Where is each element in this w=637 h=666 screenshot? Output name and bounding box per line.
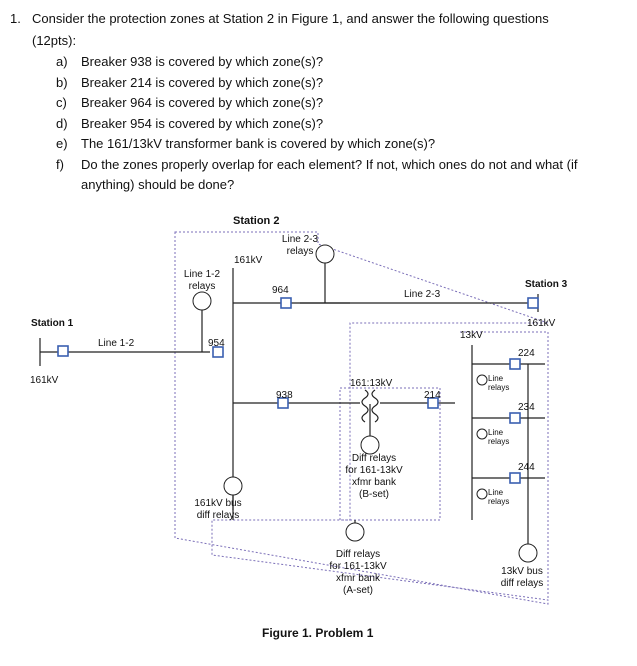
transformer-icon <box>361 389 379 423</box>
item-e-text: The 161/13kV transformer bank is covered… <box>81 136 436 151</box>
relay-13kv-bus <box>518 543 538 563</box>
label-161kv-s3: 161kV <box>527 318 556 329</box>
label-breaker-224: 224 <box>518 348 535 359</box>
relay-161kv-bus <box>223 476 243 496</box>
protection-zones <box>174 231 549 605</box>
label-transformer: 161:13kV <box>350 378 393 389</box>
buses-and-lines <box>39 262 545 548</box>
relay-line-224 <box>476 374 488 386</box>
label-station3: Station 3 <box>525 279 568 290</box>
breakers <box>57 297 539 484</box>
relay-xfmr-aset <box>345 522 365 542</box>
figure-caption: Figure 1. Problem 1 <box>262 626 374 640</box>
zone-13kv-outer <box>460 331 549 600</box>
label-breaker-964: 964 <box>272 285 289 296</box>
question-number: 1. <box>10 11 21 26</box>
relay-line12 <box>192 291 212 311</box>
item-d-letter: d) <box>56 116 68 131</box>
label-breaker-954: 954 <box>208 338 225 349</box>
relay-line-244 <box>476 488 488 500</box>
item-c-text: Breaker 964 is covered by which zone(s)? <box>81 95 324 110</box>
label-breaker-234: 234 <box>518 402 535 413</box>
item-e-letter: e) <box>56 136 68 151</box>
item-a-text: Breaker 938 is covered by which zone(s)? <box>81 54 324 69</box>
zone-161kv-bus <box>174 231 549 605</box>
relay-line23 <box>315 244 335 264</box>
label-station1: Station 1 <box>31 318 74 329</box>
label-breaker-938: 938 <box>276 390 293 401</box>
label-line12: Line 1-2 <box>98 338 135 349</box>
breaker-244 <box>509 472 521 484</box>
item-c-letter: c) <box>56 95 67 110</box>
breaker-station1 <box>57 345 69 357</box>
breaker-938 <box>277 397 289 409</box>
question-intro-points: (12pts): <box>32 33 77 48</box>
item-b-text: Breaker 214 is covered by which zone(s)? <box>81 75 324 90</box>
label-breaker-214: 214 <box>424 390 441 401</box>
label-13kv: 13kV <box>460 330 483 341</box>
breaker-station3 <box>527 297 539 309</box>
label-breaker-244: 244 <box>518 462 535 473</box>
item-d-text: Breaker 954 is covered by which zone(s)? <box>81 116 324 131</box>
breaker-214 <box>427 397 439 409</box>
label-station2: Station 2 <box>233 215 280 227</box>
relay-xfmr-bset <box>360 435 380 455</box>
item-f-text-cont: anything) should be done? <box>81 177 235 192</box>
item-b-letter: b) <box>56 75 68 90</box>
label-line23: Line 2-3 <box>404 289 441 300</box>
breaker-224 <box>509 358 521 370</box>
breaker-234 <box>509 412 521 424</box>
item-f-text: Do the zones properly overlap for each e… <box>81 157 578 172</box>
item-a-letter: a) <box>56 54 68 69</box>
relays <box>192 244 538 563</box>
breaker-964 <box>280 297 292 309</box>
question-intro: Consider the protection zones at Station… <box>32 11 549 26</box>
breaker-954 <box>212 346 224 358</box>
relay-line-234 <box>476 428 488 440</box>
zone-13kv-bus <box>339 387 441 521</box>
label-161kv-s2: 161kV <box>234 255 263 266</box>
item-f-letter: f) <box>56 157 64 172</box>
label-161kv-s1: 161kV <box>30 375 59 386</box>
